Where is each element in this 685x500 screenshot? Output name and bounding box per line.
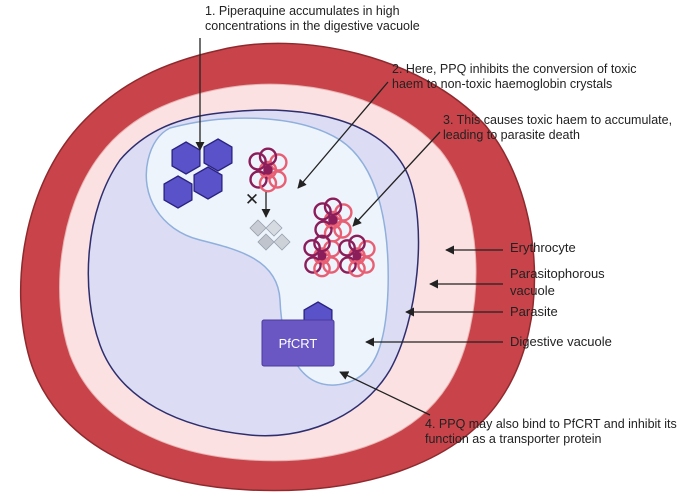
haem-cluster: [338, 234, 376, 278]
inhibition-mark: ✕: [245, 190, 259, 209]
parasitophorous-vacuole-label-line-2: vacuole: [510, 283, 555, 298]
step-2-line-2: haem to non-toxic haemoglobin crystals: [392, 77, 612, 91]
ppq-hexagon: [193, 166, 223, 200]
pfcrt-transporter: [261, 319, 335, 367]
haem-cluster: [248, 147, 288, 193]
step-3-arrow: [352, 131, 441, 227]
step-4-arrow: [339, 371, 431, 416]
step-4-line-1: 4. PPQ may also bind to PfCRT and inhibi…: [425, 417, 677, 431]
haemoglobin-crystals: [249, 219, 291, 251]
step-1-line-1: 1. Piperaquine accumulates in high: [205, 4, 400, 18]
step-3-line-1: 3. This causes toxic haem to accumulate,: [443, 113, 672, 127]
step-3-line-2: leading to parasite death: [443, 128, 580, 142]
erythrocyte-label: Erythrocyte: [510, 240, 576, 255]
step-2-arrow: [297, 81, 389, 189]
pfcrt-label: PfCRT: [279, 336, 318, 351]
parasite-label: Parasite: [510, 304, 558, 319]
step-4-line-2: function as a transporter protein: [425, 432, 602, 446]
step-2-line-1: 2. Here, PPQ inhibits the conversion of …: [392, 62, 637, 76]
toxic-haem-clusters: [248, 147, 376, 278]
digestive-vacuole-label: Digestive vacuole: [510, 334, 612, 349]
haem-cluster: [303, 234, 341, 278]
ppq-molecules: [163, 138, 233, 209]
parasitophorous-vacuole-label-line-1: Parasitophorous: [510, 266, 605, 281]
ppq-hexagon: [163, 175, 193, 209]
step-1-line-2: concentrations in the digestive vacuole: [205, 19, 420, 33]
